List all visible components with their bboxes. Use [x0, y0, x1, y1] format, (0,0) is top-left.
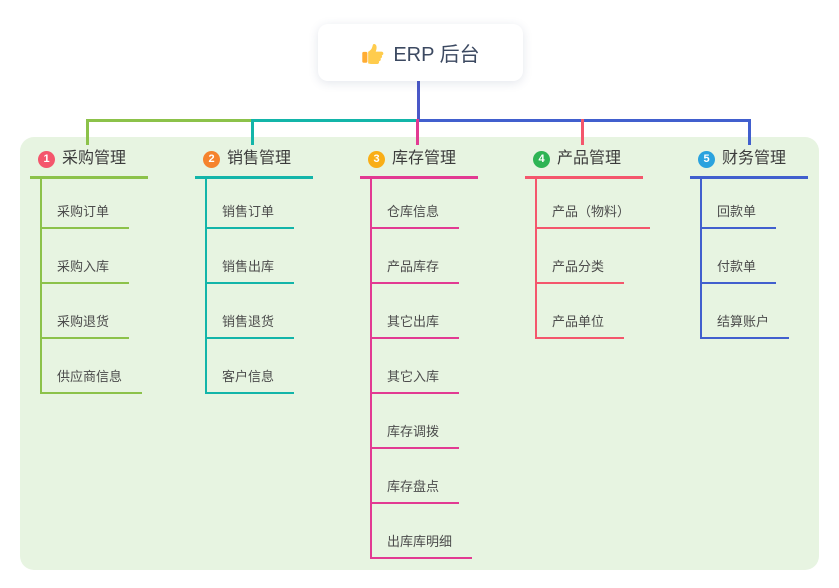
root-node[interactable]: ERP 后台 — [318, 24, 523, 81]
branch-node-finance[interactable]: 5 财务管理 — [690, 143, 808, 179]
branch-number-badge: 1 — [38, 150, 55, 168]
branch-children: 回款单 付款单 结算账户 — [700, 179, 808, 339]
drop-line-product — [581, 119, 584, 145]
child-node[interactable]: 付款单 — [702, 229, 808, 284]
branch-children: 销售订单 销售出库 销售退货 客户信息 — [205, 179, 313, 394]
child-node[interactable]: 产品分类 — [537, 229, 643, 284]
child-node[interactable]: 客户信息 — [207, 339, 313, 394]
branch-column-purchase: 1 采购管理 采购订单 采购入库 采购退货 供应商信息 — [30, 143, 148, 394]
branch-children: 采购订单 采购入库 采购退货 供应商信息 — [40, 179, 148, 394]
child-node[interactable]: 销售订单 — [207, 179, 313, 229]
branch-node-sales[interactable]: 2 销售管理 — [195, 143, 313, 179]
child-node[interactable]: 回款单 — [702, 179, 808, 229]
drop-line-finance — [748, 119, 751, 145]
child-node[interactable]: 销售出库 — [207, 229, 313, 284]
drop-line-purchase — [86, 119, 89, 145]
child-node[interactable]: 其它出库 — [372, 284, 478, 339]
branch-column-sales: 2 销售管理 销售订单 销售出库 销售退货 客户信息 — [195, 143, 313, 394]
bus-line-sales — [252, 119, 418, 122]
root-label: ERP 后台 — [393, 44, 480, 66]
child-node[interactable]: 销售退货 — [207, 284, 313, 339]
branch-label: 采购管理 — [62, 150, 127, 167]
child-node[interactable]: 产品单位 — [537, 284, 643, 339]
child-node[interactable]: 产品库存 — [372, 229, 478, 284]
root-connector-line — [417, 81, 420, 121]
drop-line-sales — [251, 119, 254, 145]
child-node[interactable]: 出库库明细 — [372, 504, 478, 559]
branch-column-product: 4 产品管理 产品（物料） 产品分类 产品单位 — [525, 143, 651, 339]
child-node[interactable]: 采购入库 — [42, 229, 148, 284]
branch-column-finance: 5 财务管理 回款单 付款单 结算账户 — [690, 143, 808, 339]
branch-number-badge: 2 — [203, 150, 220, 168]
branch-label: 财务管理 — [722, 150, 787, 167]
child-node[interactable]: 仓库信息 — [372, 179, 478, 229]
bus-line-finance — [417, 119, 751, 122]
branch-node-purchase[interactable]: 1 采购管理 — [30, 143, 148, 179]
branch-column-inventory: 3 库存管理 仓库信息 产品库存 其它出库 其它入库 库存调拨 库存盘点 出库库… — [360, 143, 478, 559]
child-node[interactable]: 结算账户 — [702, 284, 808, 339]
branch-label: 库存管理 — [392, 150, 457, 167]
branch-node-inventory[interactable]: 3 库存管理 — [360, 143, 478, 179]
branch-label: 产品管理 — [557, 150, 622, 167]
branch-number-badge: 3 — [368, 150, 385, 168]
child-node[interactable]: 产品（物料） — [537, 179, 651, 229]
bus-line-purchase — [86, 119, 254, 122]
child-node[interactable]: 库存盘点 — [372, 449, 478, 504]
child-node[interactable]: 采购退货 — [42, 284, 148, 339]
drop-line-inventory — [416, 119, 419, 145]
branch-node-product[interactable]: 4 产品管理 — [525, 143, 643, 179]
child-node[interactable]: 采购订单 — [42, 179, 148, 229]
child-node[interactable]: 库存调拨 — [372, 394, 478, 449]
branch-children: 仓库信息 产品库存 其它出库 其它入库 库存调拨 库存盘点 出库库明细 — [370, 179, 478, 559]
thumbs-up-icon — [361, 41, 384, 64]
branch-number-badge: 5 — [698, 150, 715, 168]
branches-panel — [20, 137, 819, 570]
child-node[interactable]: 供应商信息 — [42, 339, 148, 394]
branch-number-badge: 4 — [533, 150, 550, 168]
branch-children: 产品（物料） 产品分类 产品单位 — [535, 179, 651, 339]
child-node[interactable]: 其它入库 — [372, 339, 478, 394]
branch-label: 销售管理 — [227, 150, 292, 167]
